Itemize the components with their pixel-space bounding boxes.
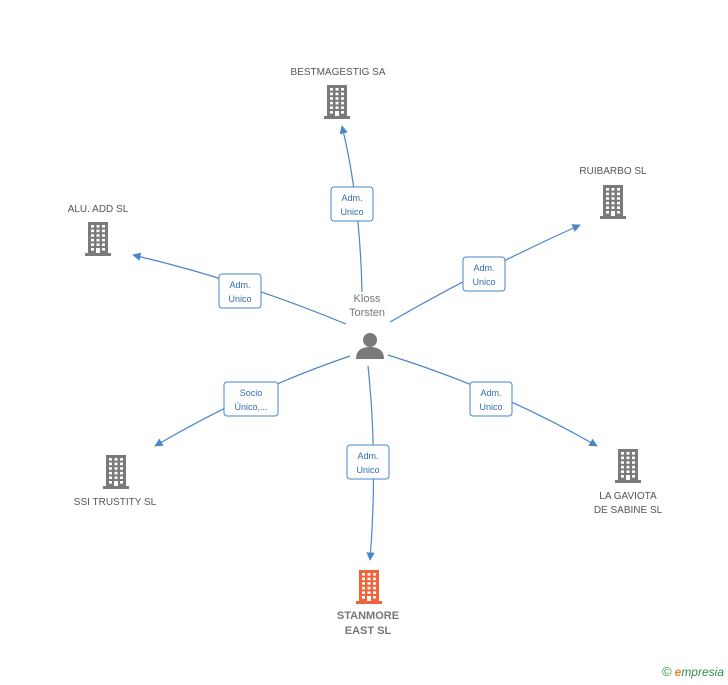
- relation-stanmore[interactable]: Adm. Unico: [346, 444, 390, 480]
- company-name-line1: LA GAVIOTA: [599, 491, 657, 502]
- company-name: BESTMAGESTIG SA: [290, 67, 385, 78]
- relation-label-line1: Socio: [240, 388, 263, 398]
- company-node-alu-add[interactable]: ALU. ADD SL: [68, 204, 129, 256]
- company-node-la-gaviota[interactable]: LA GAVIOTA DE SABINE SL: [594, 449, 663, 516]
- brand-logo: empresia: [675, 665, 724, 679]
- person-name-line2: Torsten: [349, 307, 385, 319]
- relation-label-line1: Adm.: [341, 193, 362, 203]
- relation-label-line1: Adm.: [480, 388, 501, 398]
- building-icon: [103, 455, 129, 489]
- company-name-line2: EAST SL: [345, 625, 392, 637]
- company-name: ALU. ADD SL: [68, 204, 129, 215]
- company-node-ssi-trustity[interactable]: SSI TRUSTITY SL: [74, 455, 157, 508]
- relation-label-line2: Unico: [228, 294, 251, 304]
- relation-label-line2: Unico: [356, 465, 379, 475]
- relation-label-line2: Unico: [472, 277, 495, 287]
- relation-label-line1: Adm.: [229, 280, 250, 290]
- relation-label-line1: Adm.: [357, 451, 378, 461]
- company-name: RUIBARBO SL: [579, 166, 647, 177]
- company-node-bestmagestig[interactable]: BESTMAGESTIG SA: [290, 67, 386, 119]
- person-name-line1: Kloss: [354, 293, 381, 305]
- brand-logo-rest: mpresia: [681, 664, 724, 679]
- person-icon: [356, 333, 384, 359]
- brand-logo-e: e: [674, 664, 682, 679]
- relation-la-gaviota[interactable]: Adm. Unico: [469, 381, 513, 417]
- relation-bestmagestig[interactable]: Adm. Unico: [330, 186, 374, 222]
- relation-label-line2: Unico: [340, 207, 363, 217]
- building-icon: [85, 222, 111, 256]
- building-icon: [615, 449, 641, 483]
- relation-ssi-trustity[interactable]: Socio Único,...: [223, 381, 279, 417]
- person-node[interactable]: Kloss Torsten: [349, 293, 385, 359]
- building-icon: [356, 570, 382, 604]
- company-name: SSI TRUSTITY SL: [74, 497, 157, 508]
- company-node-ruibarbo[interactable]: RUIBARBO SL: [579, 166, 647, 219]
- relation-ruibarbo[interactable]: Adm. Unico: [462, 256, 506, 292]
- company-node-stanmore[interactable]: STANMORE EAST SL: [337, 570, 399, 637]
- relation-labels: Adm. Unico Adm. Unico Adm. Unico Adm. Un…: [218, 186, 513, 480]
- footer-brand[interactable]: © empresia: [662, 664, 724, 679]
- copyright-icon: ©: [662, 664, 672, 679]
- relation-label-line1: Adm.: [473, 263, 494, 273]
- company-name-line2: DE SABINE SL: [594, 505, 663, 516]
- building-icon: [324, 85, 350, 119]
- relation-alu-add[interactable]: Adm. Unico: [218, 273, 262, 309]
- building-icon: [600, 185, 626, 219]
- company-name-line1: STANMORE: [337, 610, 399, 622]
- relation-label-line2: Único,...: [234, 402, 267, 412]
- relation-label-line2: Unico: [479, 402, 502, 412]
